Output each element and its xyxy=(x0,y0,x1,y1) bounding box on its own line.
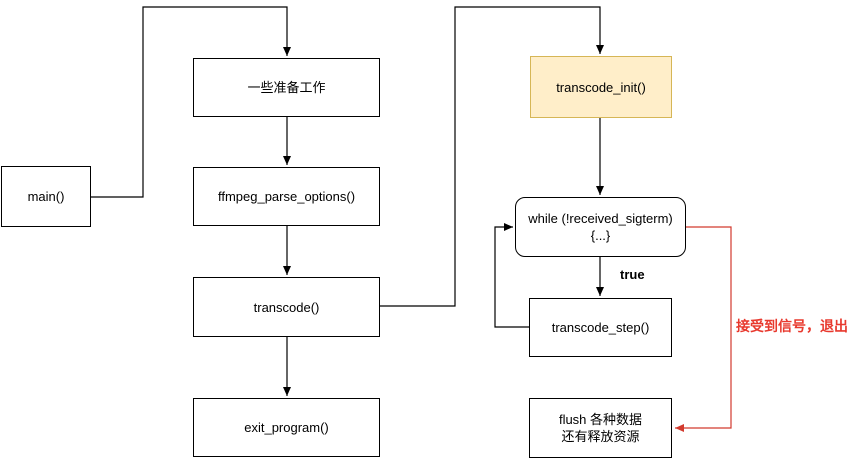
node-transcode-label: transcode() xyxy=(253,299,320,315)
edge-while-signal-to-flush xyxy=(675,226,732,432)
node-transcode-step: transcode_step() xyxy=(529,298,672,357)
node-flush: flush 各种数据 还有释放资源 xyxy=(529,398,672,458)
edge-transcode-to-init xyxy=(380,6,604,307)
node-ffmpeg-parse-options: ffmpeg_parse_options() xyxy=(193,167,380,226)
node-main: main() xyxy=(1,166,91,227)
node-main-label: main() xyxy=(27,189,65,204)
node-transcode-init-label: transcode_init() xyxy=(556,79,646,95)
edge-label-signal-exit: 接受到信号，退出 xyxy=(736,318,847,334)
edge-label-true: true xyxy=(620,267,645,282)
node-preparation: 一些准备工作 xyxy=(193,58,380,117)
node-preparation-label: 一些准备工作 xyxy=(247,80,326,95)
node-transcode-init: transcode_init() xyxy=(530,56,672,118)
edge-step-loopback-to-while xyxy=(494,223,529,328)
node-exit-program-label: exit_program() xyxy=(244,420,329,435)
node-transcode-step-label: transcode_step() xyxy=(551,320,650,335)
node-flush-label-line2: 还有释放资源 xyxy=(561,429,640,444)
node-ffmpeg-parse-options-label: ffmpeg_parse_options() xyxy=(217,189,356,204)
edge-main-to-prep xyxy=(91,6,291,198)
node-flush-label-line1: flush 各种数据 xyxy=(558,412,643,427)
node-exit-program: exit_program() xyxy=(193,398,380,457)
node-while-loop: while (!received_sigterm) {...} xyxy=(515,197,686,257)
node-transcode: transcode() xyxy=(193,277,380,337)
node-while-loop-condition: while (!received_sigterm) xyxy=(528,211,673,226)
node-while-loop-body: {...} xyxy=(590,228,611,243)
